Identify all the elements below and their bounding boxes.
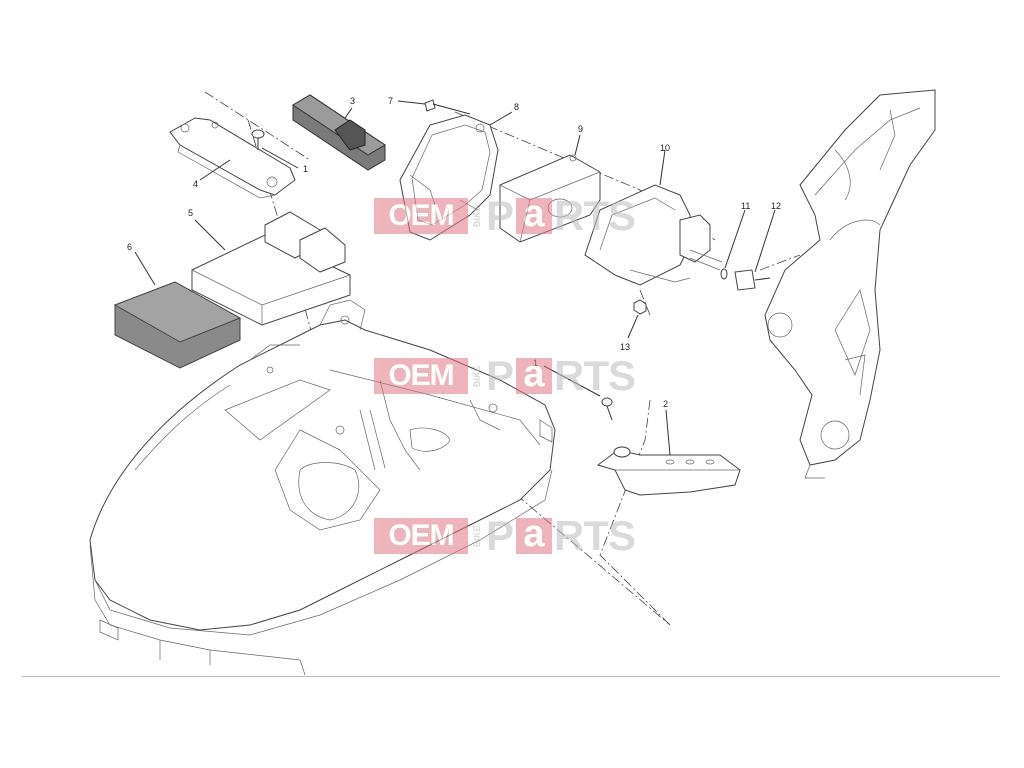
callout-10: 10 xyxy=(660,143,670,153)
callout-2: 2 xyxy=(663,399,668,409)
tail-housing xyxy=(89,299,556,676)
part-6-block xyxy=(113,281,242,369)
bottom-divider xyxy=(22,676,1000,677)
callout-13: 13 xyxy=(620,342,630,352)
callout-9: 9 xyxy=(578,124,583,134)
part-4-bracket xyxy=(169,117,296,199)
callout-8: 8 xyxy=(514,102,519,112)
part-1-screw-top xyxy=(251,129,265,150)
callout-3: 3 xyxy=(350,96,355,106)
subframe-right xyxy=(764,89,936,479)
part-8-bracket xyxy=(399,114,499,241)
callout-6: 6 xyxy=(127,242,132,252)
part-10-housing xyxy=(584,184,723,286)
part-2-cover xyxy=(596,446,741,496)
part-1-screw-middle xyxy=(601,397,613,421)
part-12-spacer xyxy=(734,269,771,291)
callout-1-top: 1 xyxy=(303,164,308,174)
callout-4: 4 xyxy=(193,179,198,189)
leader-lines xyxy=(134,100,776,456)
part-13-nut xyxy=(633,299,647,315)
part-9-control-unit xyxy=(499,154,601,243)
part-3-pad xyxy=(292,94,386,171)
callout-1-middle: 1 xyxy=(533,358,538,368)
callout-12: 12 xyxy=(771,201,781,211)
callout-7: 7 xyxy=(388,96,393,106)
part-5-module xyxy=(191,211,351,326)
callout-5: 5 xyxy=(188,208,193,218)
callout-11: 11 xyxy=(741,201,750,211)
part-11-washer xyxy=(720,268,728,280)
part-7-bolt xyxy=(424,99,471,115)
